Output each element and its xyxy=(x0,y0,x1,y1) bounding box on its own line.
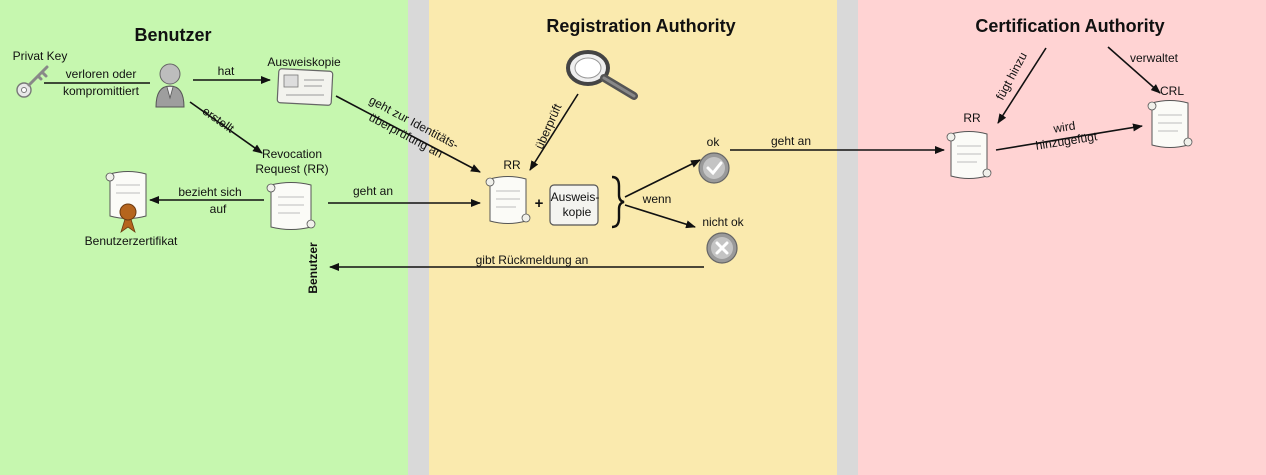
edge-label-hat: hat xyxy=(218,64,235,78)
edge-erstellt xyxy=(189,101,263,154)
benutzer-title: Benutzer xyxy=(134,25,211,45)
edge-label-geht-an-1: geht an xyxy=(353,184,393,198)
plus-sign: + xyxy=(535,195,544,212)
edge-label-wird-1: wird xyxy=(1051,118,1076,135)
edge-wenn-nicht-ok xyxy=(624,204,696,229)
edge-label-geht-an-2: geht an xyxy=(771,134,811,148)
edge-label-bezieht-2: auf xyxy=(210,202,227,216)
edge-fuegt-hinzu xyxy=(997,47,1047,124)
edge-wenn-ok xyxy=(624,159,701,198)
ra-zone xyxy=(429,0,837,475)
revocation-label-2: Request (RR) xyxy=(255,162,328,176)
user-icon xyxy=(155,63,185,108)
document-icon xyxy=(485,176,531,224)
ausweiskopie-box-label-1: Ausweis- xyxy=(551,190,600,204)
edge-ueberprueft xyxy=(529,93,579,171)
document-icon xyxy=(946,131,992,179)
ok-label: ok xyxy=(707,135,721,149)
cross-icon xyxy=(706,232,738,264)
certificate-icon xyxy=(105,171,147,234)
revocation-label-1: Revocation xyxy=(262,147,322,161)
rr-ra-label: RR xyxy=(503,158,521,172)
key-icon xyxy=(16,65,49,98)
magnifier-icon xyxy=(566,50,638,100)
ausweiskopie-box-label-2: kopie xyxy=(563,205,592,219)
edge-identitaet xyxy=(335,95,481,173)
check-icon xyxy=(698,152,730,184)
edge-label-bezieht-1: bezieht sich xyxy=(178,185,241,199)
privat-key-label: Privat Key xyxy=(13,49,68,63)
document-icon xyxy=(1147,100,1193,148)
edge-label-kompromittiert: kompromittiert xyxy=(63,84,140,98)
edge-verwaltet xyxy=(1107,46,1161,94)
zone-divider xyxy=(837,0,858,475)
benutzer-side-label: Benutzer xyxy=(306,242,320,294)
edge-label-verwaltet: verwaltet xyxy=(1130,51,1179,65)
ra-title: Registration Authority xyxy=(546,16,735,36)
document-icon xyxy=(266,182,316,230)
zone-divider xyxy=(408,0,429,475)
crl-label: CRL xyxy=(1160,84,1184,98)
nicht-ok-label: nicht ok xyxy=(702,215,744,229)
benutzer-zone xyxy=(0,0,408,475)
ca-zone xyxy=(858,0,1266,475)
edge-label-wenn: wenn xyxy=(642,192,672,206)
edge-label-verloren: verloren oder xyxy=(66,67,137,81)
ausweiskopie-label: Ausweiskopie xyxy=(267,55,341,69)
id-card-icon xyxy=(276,68,334,106)
brace xyxy=(611,175,625,229)
rr-ca-label: RR xyxy=(963,111,981,125)
edge-label-rueckmeldung: gibt Rückmeldung an xyxy=(476,253,589,267)
ca-title: Certification Authority xyxy=(975,16,1164,36)
benutzerzertifikat-label: Benutzerzertifikat xyxy=(85,234,178,248)
edge-wird-hinzugefuegt xyxy=(995,123,1143,151)
ausweiskopie-box xyxy=(549,184,599,226)
